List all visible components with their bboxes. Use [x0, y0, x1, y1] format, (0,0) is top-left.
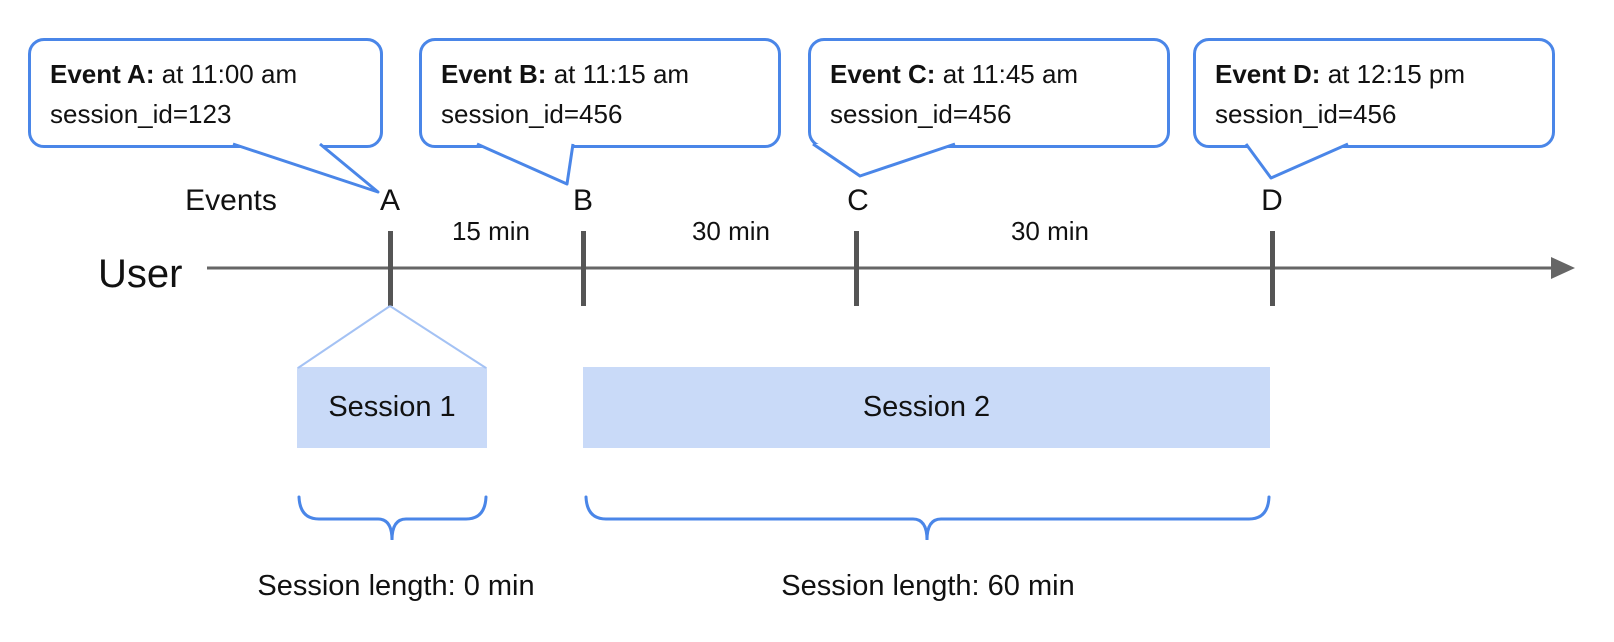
callout-d-tail [1244, 142, 1349, 180]
event-marker-d: D [1261, 184, 1283, 217]
callout-event-c: Event C: at 11:45 am session_id=456 [808, 38, 1170, 148]
event-marker-a: A [379, 184, 401, 217]
timeline-arrowhead-icon [1551, 257, 1575, 279]
callout-event-b-session: session_id=456 [441, 99, 623, 129]
interval-label-b-c: 30 min [691, 216, 771, 246]
callout-event-a-time: Event A: at 11:00 am [50, 59, 298, 89]
callout-event-c-title: Event C: [830, 59, 936, 89]
event-c-tick [854, 231, 859, 306]
callout-event-b-title: Event B: [441, 59, 547, 89]
event-a-tick [388, 231, 393, 306]
session-2-length-label: Session length: 60 min [781, 570, 1075, 602]
event-marker-b: B [572, 184, 594, 217]
session-1-box: Session 1 [297, 367, 487, 448]
session-1-length-label: Session length: 0 min [257, 570, 535, 602]
events-row-label: Events [185, 184, 277, 217]
callout-event-d: Event D: at 12:15 pm session_id=456 [1193, 38, 1555, 148]
session-1-label: Session 1 [328, 391, 456, 423]
event-d-tick [1270, 231, 1275, 306]
callout-event-d-time: Event D: at 12:15 pm [1215, 59, 1466, 89]
callout-event-a: Event A: at 11:00 am session_id=123 [28, 38, 383, 148]
user-row-label: User [98, 252, 183, 296]
session-2-box: Session 2 [583, 367, 1270, 448]
callout-b-tail [476, 142, 575, 186]
callout-event-a-title: Event A: [50, 59, 155, 89]
event-marker-c: C [847, 184, 869, 217]
interval-label-a-b: 15 min [451, 216, 531, 246]
callout-event-c-session: session_id=456 [830, 99, 1012, 129]
session-1-brace [297, 495, 488, 541]
callout-event-a-session: session_id=123 [50, 99, 232, 129]
callout-c-tail [812, 142, 956, 178]
session-1-fan-right-line [389, 305, 487, 369]
callout-event-b: Event B: at 11:15 am session_id=456 [419, 38, 781, 148]
callout-event-d-title: Event D: [1215, 59, 1321, 89]
session-1-fan-left-line [297, 305, 391, 369]
event-b-tick [581, 231, 586, 306]
session-2-brace [584, 495, 1271, 541]
callout-event-c-time: Event C: at 11:45 am [830, 59, 1079, 89]
interval-label-c-d: 30 min [1010, 216, 1090, 246]
callout-event-d-session: session_id=456 [1215, 99, 1397, 129]
session-2-label: Session 2 [862, 391, 991, 423]
callout-event-b-time: Event B: at 11:15 am [441, 59, 690, 89]
